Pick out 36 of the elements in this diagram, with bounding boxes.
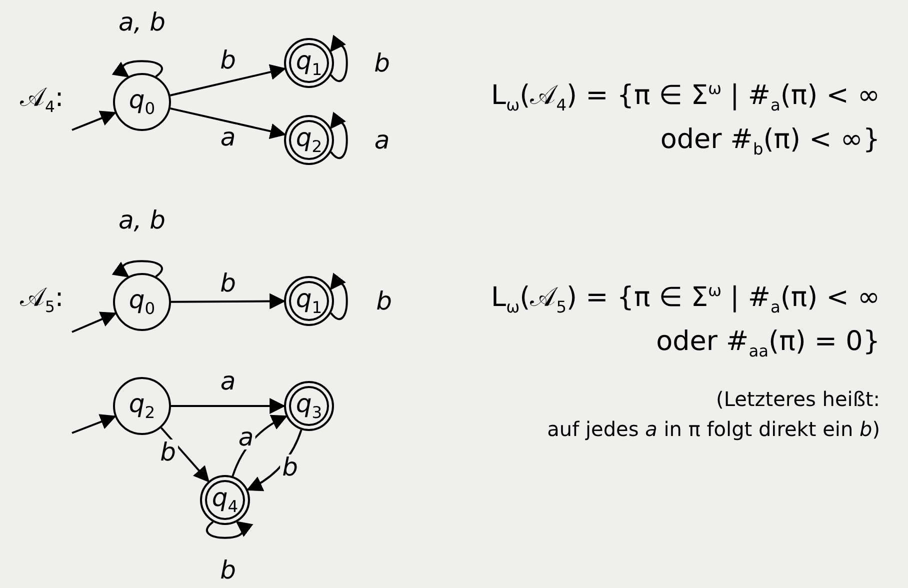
accepting-state-circle xyxy=(284,381,334,431)
self-loop-arrow xyxy=(330,273,348,320)
self-loop-arrow xyxy=(330,112,348,159)
state-name: q$_{1}$ xyxy=(296,286,322,316)
automaton-name: 𝒜$_{4}$: xyxy=(20,84,64,116)
note-text: auf jedes a in π folgt direkt ein b) xyxy=(547,418,880,440)
start-arrow xyxy=(72,414,116,434)
state-name: q$_{4}$ xyxy=(212,484,238,516)
transition-arrow xyxy=(171,293,286,310)
accepting-state-circle xyxy=(284,276,334,326)
state-name: q$_{3}$ xyxy=(296,390,322,422)
transition-arrow xyxy=(160,427,210,482)
formula-text: L$_{ω}$(𝒜$_{5}$) = {π ∈ Σ$^{ω}$ | #$_{a}$(π) < ∞ xyxy=(491,282,880,316)
formula-text: oder #$_{aa}$(π) = 0} xyxy=(656,327,880,360)
transition-arrow xyxy=(171,398,286,414)
state-name: q$_{1}$ xyxy=(296,48,322,78)
start-arrow xyxy=(72,110,117,131)
accepting-state-circle xyxy=(200,475,250,525)
self-loop-arrow xyxy=(112,260,163,278)
accepting-state-circle xyxy=(284,115,334,165)
formula-text: oder #$_{b}$(π) < ∞} xyxy=(660,125,880,158)
accepting-state-circle xyxy=(284,38,334,88)
transition-arrow xyxy=(170,64,286,96)
automaton-name: 𝒜$_{5}$: xyxy=(20,284,64,316)
self-loop-arrow xyxy=(330,35,348,82)
state-name: q$_{2}$ xyxy=(128,390,156,422)
start-arrow xyxy=(72,312,117,333)
formula-text: L$_{ω}$(𝒜$_{4}$) = {π ∈ Σ$^{ω}$ | #$_{a}$(π) < ∞ xyxy=(491,80,880,114)
self-loop-arrow xyxy=(206,520,253,539)
state-circle xyxy=(113,377,171,435)
note-text: (Letzteres heißt: xyxy=(716,388,880,410)
state-name: q$_{0}$ xyxy=(128,86,156,118)
state-name: q$_{0}$ xyxy=(128,286,156,318)
transition-arrow xyxy=(170,107,286,140)
self-loop-arrow xyxy=(112,60,163,78)
state-name: q$_{2}$ xyxy=(296,124,322,156)
